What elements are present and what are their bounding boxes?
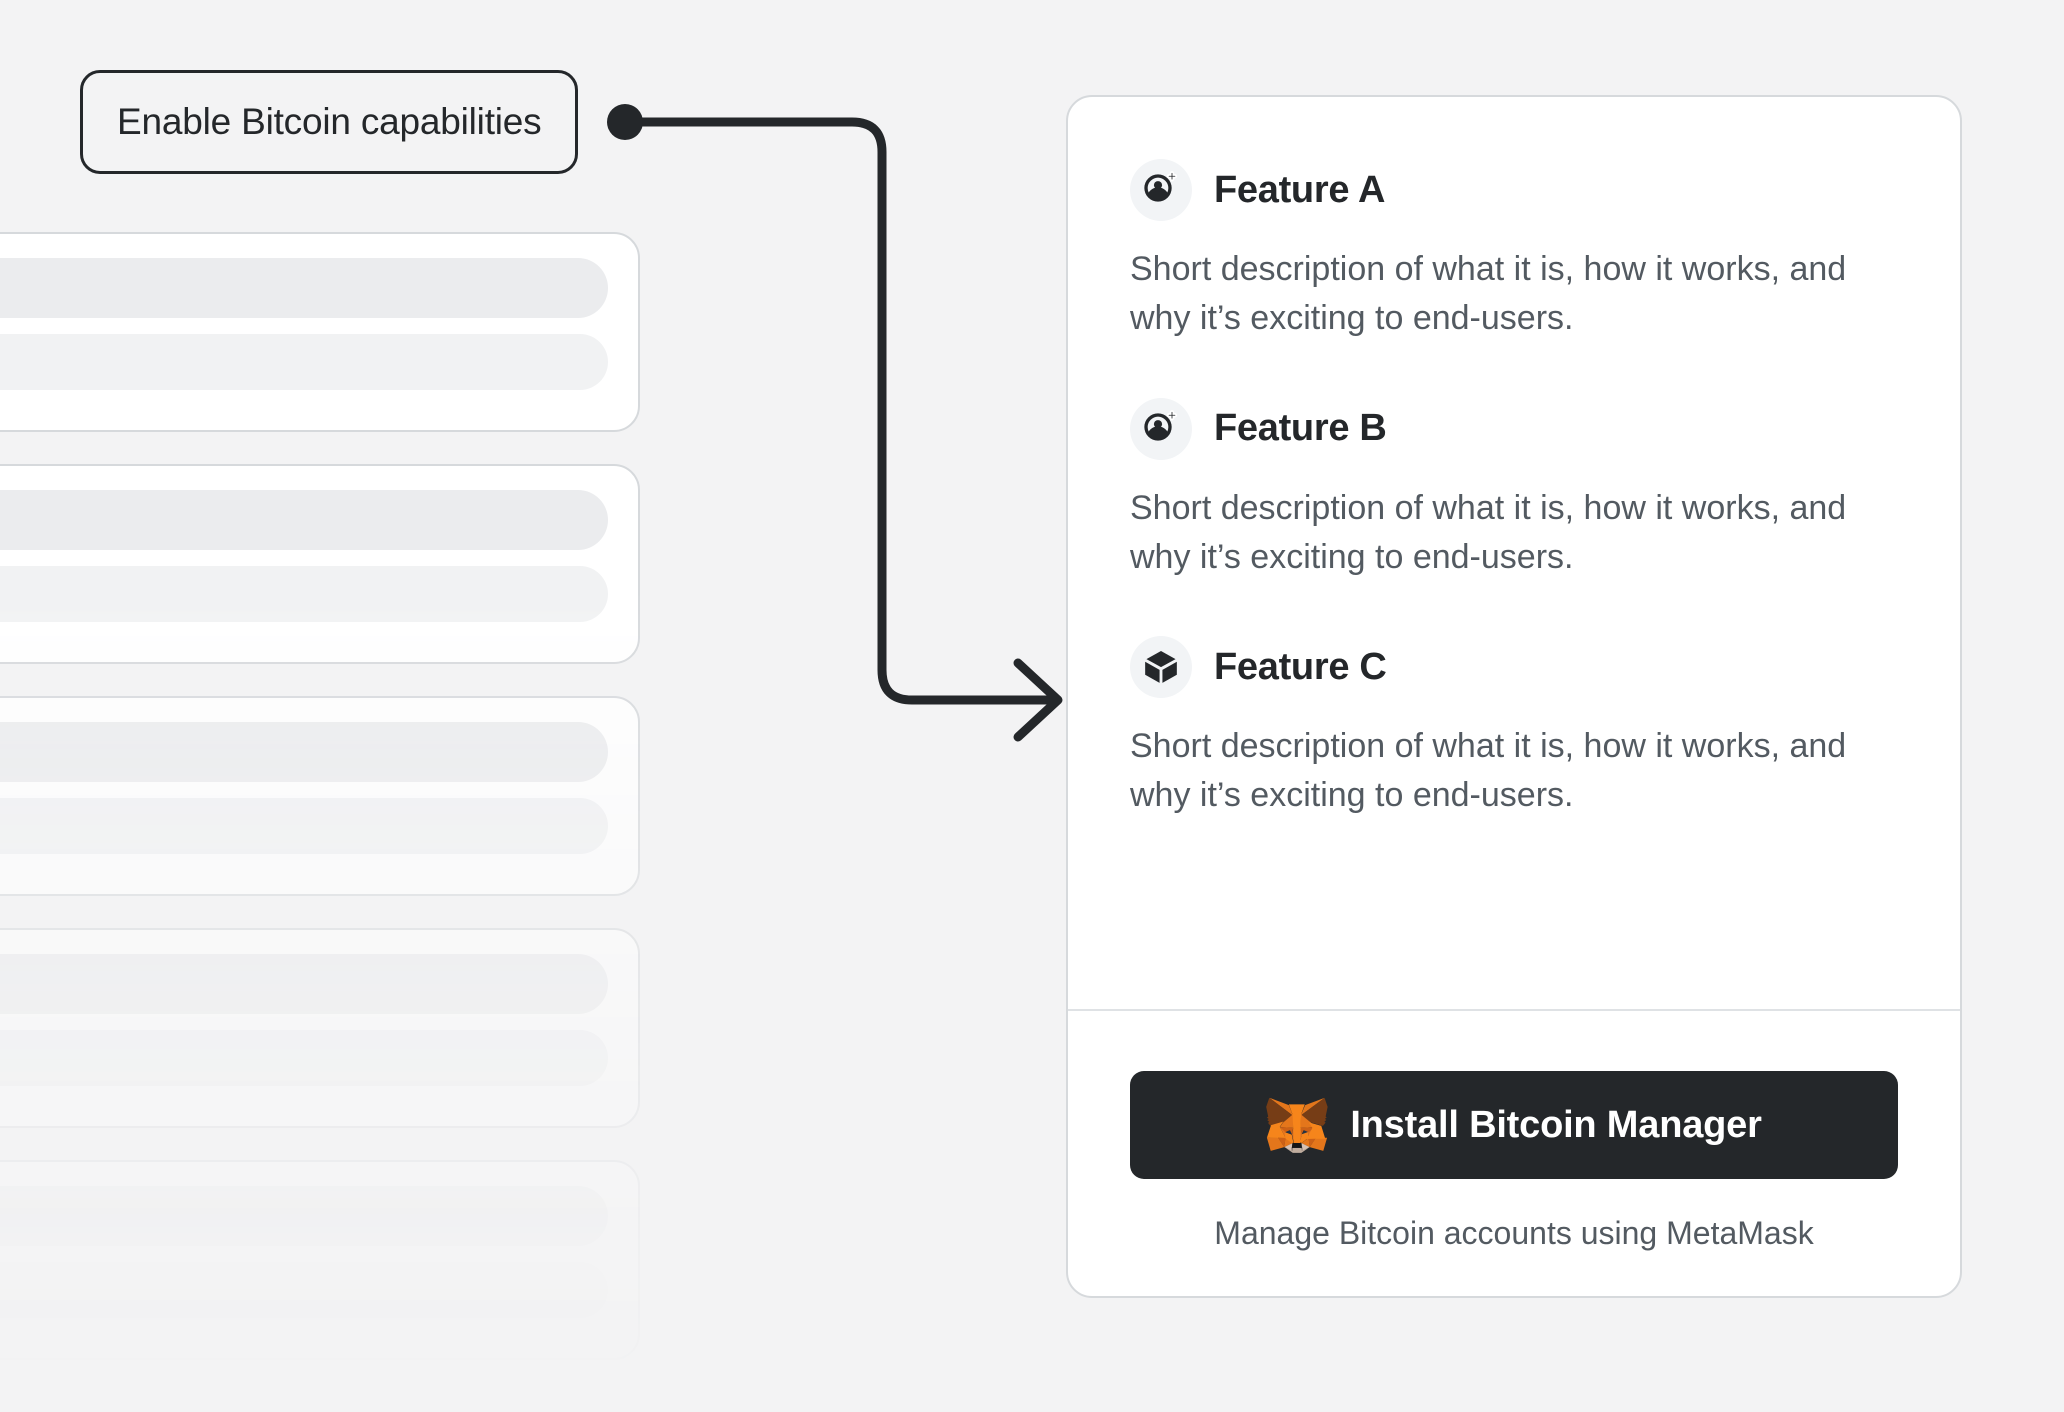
feature-title: Feature B	[1214, 407, 1387, 450]
install-button-label: Install Bitcoin Manager	[1350, 1103, 1762, 1146]
skeleton-card	[0, 928, 640, 1128]
skeleton-bar	[0, 722, 608, 782]
feature-description: Short description of what it is, how it …	[1130, 727, 1847, 815]
feature-heading: Feature A	[1130, 159, 1898, 221]
card-divider	[1068, 1009, 1960, 1011]
skeleton-bar	[0, 334, 608, 390]
annotation-callout-label: Enable Bitcoin capabilities	[117, 101, 542, 142]
skeleton-card	[0, 464, 640, 664]
connector-dot	[607, 104, 643, 140]
skeleton-bar	[0, 1186, 608, 1246]
feature-item-b: Feature B Short description of what it i…	[1130, 397, 1898, 583]
skeleton-card	[0, 696, 640, 896]
arrowhead-icon	[1013, 658, 1063, 742]
features-list: Feature A Short description of what it i…	[1068, 97, 1960, 1009]
skeleton-bar	[0, 954, 608, 1014]
feature-heading: Feature B	[1130, 397, 1898, 460]
skeleton-bar	[0, 1262, 608, 1318]
feature-heading: Feature C	[1130, 636, 1898, 699]
user-plus-icon	[1130, 159, 1192, 221]
feature-item-c: Feature C Short description of what it i…	[1130, 636, 1898, 821]
annotation-callout-pill: Enable Bitcoin capabilities	[80, 70, 579, 174]
feature-description: Short description of what it is, how it …	[1130, 488, 1847, 576]
connector-path	[620, 117, 1057, 705]
footer-caption: Manage Bitcoin accounts using MetaMask	[1214, 1215, 1814, 1251]
skeleton-card	[0, 232, 640, 432]
user-plus-icon	[1130, 397, 1192, 460]
card-footer: Install Bitcoin Manager Manage Bitcoin a…	[1068, 1011, 1960, 1296]
skeleton-card	[0, 1160, 640, 1360]
cube-icon	[1130, 636, 1192, 699]
skeleton-bar	[0, 490, 608, 550]
feature-card: Feature A Short description of what it i…	[1066, 95, 1962, 1298]
skeleton-bar	[0, 258, 608, 318]
install-bitcoin-manager-button[interactable]: Install Bitcoin Manager	[1130, 1071, 1898, 1179]
feature-item-a: Feature A Short description of what it i…	[1130, 159, 1898, 344]
feature-title: Feature A	[1214, 168, 1386, 211]
metamask-fox-icon	[1266, 1097, 1328, 1153]
skeleton-card-list	[0, 232, 640, 1412]
feature-title: Feature C	[1214, 645, 1387, 688]
skeleton-bar	[0, 1030, 608, 1086]
feature-description: Short description of what it is, how it …	[1130, 250, 1847, 338]
skeleton-bar	[0, 566, 608, 622]
skeleton-bar	[0, 798, 608, 854]
